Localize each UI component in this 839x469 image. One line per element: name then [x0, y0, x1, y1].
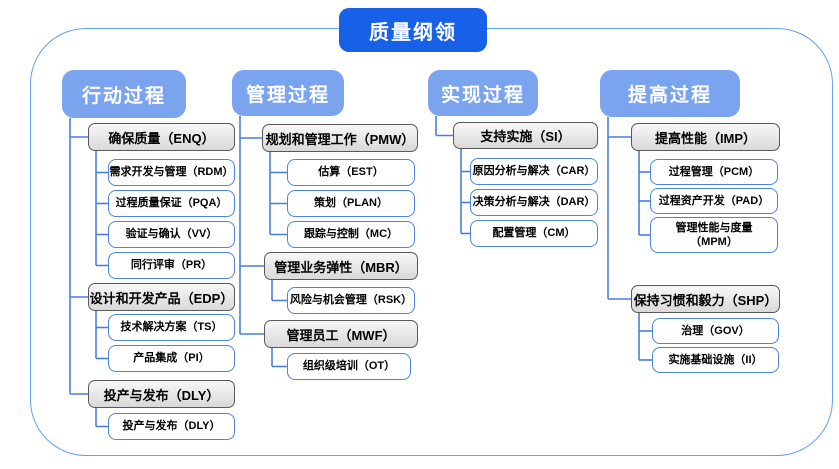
child-dly: 投产与发布（DLY）	[108, 413, 235, 440]
group-imp: 提高性能（IMP）	[631, 123, 780, 151]
child-mpm: 管理性能与度量 （MPM）	[650, 217, 778, 253]
child-pcm: 过程管理（PCM）	[650, 159, 778, 185]
group-shp: 保持习惯和毅力（SHP）	[631, 285, 780, 313]
child-pad: 过程资产开发（PAD）	[650, 188, 778, 214]
group-si: 支持实施（SI）	[453, 122, 598, 149]
child-rdm: 需求开发与管理（RDM）	[108, 159, 235, 186]
column-header-management-process: 管理过程	[232, 70, 344, 116]
child-gov: 治理（GOV）	[652, 318, 779, 344]
column-header-improvement-process: 提高过程	[600, 70, 740, 117]
column-header-action-process: 行动过程	[62, 70, 186, 118]
child-car: 原因分析与解决（CAR）	[470, 158, 598, 185]
child-est: 估算（EST）	[287, 159, 415, 186]
child-pqa: 过程质量保证（PQA）	[108, 190, 235, 217]
child-vv: 验证与确认（VV）	[108, 221, 235, 248]
child-rsk: 风险与机会管理（RSK）	[287, 287, 415, 314]
column-header-realization-process: 实现过程	[428, 70, 538, 116]
child-ot: 组织级培训（OT）	[287, 353, 411, 380]
child-ts: 技术解决方案（TS）	[108, 314, 235, 341]
child-mc: 跟踪与控制（MC）	[287, 221, 415, 248]
child-cm: 配置管理（CM）	[470, 220, 598, 247]
group-pmw: 规划和管理工作（PMW）	[262, 124, 418, 152]
child-ii: 实施基础设施（II）	[652, 347, 779, 373]
group-dly: 投产与发布（DLY）	[88, 380, 235, 408]
diagram-title: 质量纲领	[339, 8, 487, 52]
child-plan: 策划（PLAN）	[287, 190, 415, 217]
group-mbr: 管理业务弹性（MBR）	[264, 252, 418, 280]
group-mwf: 管理员工（MWF）	[264, 320, 418, 348]
group-enq: 确保质量（ENQ）	[88, 123, 235, 151]
group-edp: 设计和开发产品（EDP）	[88, 283, 235, 311]
child-dar: 决策分析与解决（DAR）	[470, 189, 598, 216]
child-pr: 同行评审（PR）	[108, 252, 235, 279]
child-pi: 产品集成（PI）	[108, 345, 235, 372]
